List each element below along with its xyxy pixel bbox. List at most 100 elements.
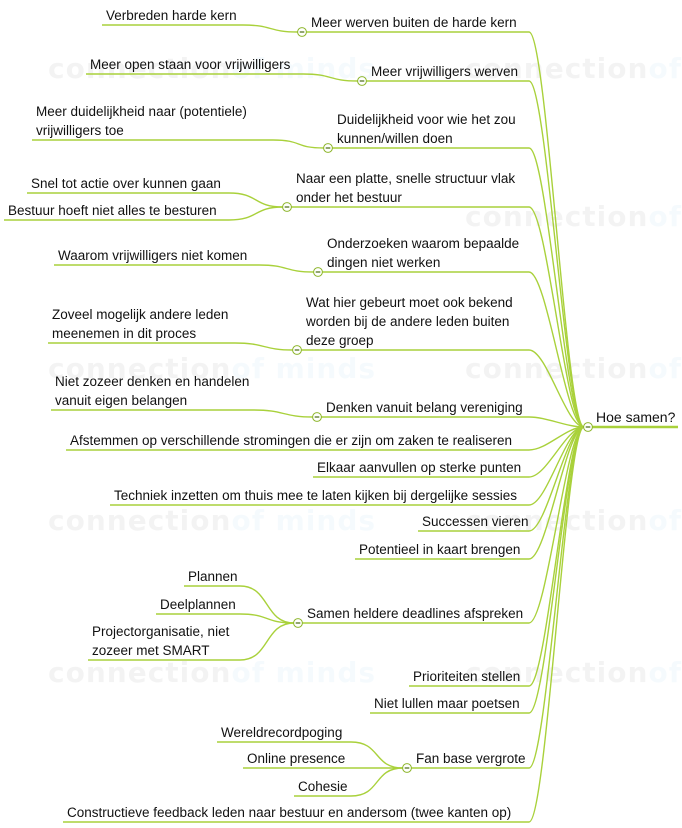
child-node-label: Cohesie — [298, 779, 348, 794]
collapse-toggle[interactable] — [402, 763, 412, 773]
branch-node-label: Denken vanuit belang vereniging — [326, 400, 523, 415]
branch-node-label: Duidelijkheid voor wie het zou kunnen/wil… — [337, 112, 516, 146]
branch-node-label: Afstemmen op verschillende stromingen di… — [70, 433, 512, 448]
child-connector — [253, 409, 314, 418]
branch-connector — [528, 206, 585, 428]
collapse-toggle[interactable] — [282, 202, 292, 212]
child-node-label-line: Meer duidelijkheid naar (potentiele) — [36, 104, 247, 119]
child-connector — [258, 264, 315, 273]
branch-node-label-line: dingen niet werken — [327, 255, 440, 270]
branch-node-label: Constructieve feedback leden naar bestuu… — [67, 805, 511, 820]
collapse-toggle[interactable] — [293, 618, 303, 628]
branch-node-label-line: Denken vanuit belang vereniging — [326, 400, 523, 415]
child-node-label-line: Plannen — [188, 569, 238, 584]
child-connector — [228, 192, 284, 208]
child-connector — [272, 139, 325, 149]
collapse-toggle[interactable] — [357, 76, 367, 86]
child-node-label: Waarom vrijwilligers niet komen — [58, 248, 247, 263]
child-node-label-line: Waarom vrijwilligers niet komen — [58, 248, 247, 263]
branch-node-label-line: kunnen/willen doen — [337, 131, 453, 146]
root-collapse-toggle[interactable] — [583, 422, 593, 432]
branch-node-label: Naar een platte, snelle structuur vlak on… — [296, 171, 515, 205]
watermark-text: connectionof minds — [48, 352, 376, 385]
branch-node-label-line: Meer werven buiten de harde kern — [311, 15, 517, 30]
branch-node-label-line: Duidelijkheid voor wie het zou — [337, 112, 516, 127]
collapse-toggle[interactable] — [292, 345, 302, 355]
branch-node-label-line: Prioriteiten stellen — [413, 669, 520, 684]
branch-node-label-line: Potentieel in kaart brengen — [359, 542, 520, 557]
child-node-label: Snel tot actie over kunnen gaan — [31, 176, 221, 191]
branch-node-label-line: Meer vrijwilligers werven — [371, 64, 518, 79]
branch-node-label: Fan base vergrote — [416, 751, 526, 766]
child-node-label: Verbreden harde kern — [106, 8, 237, 23]
branch-node-label: Potentieel in kaart brengen — [359, 542, 520, 557]
child-connector — [239, 613, 295, 624]
branch-node-label-line: Successen vieren — [422, 514, 529, 529]
child-node-label: Niet zozeer denken en handelen vanuit eig… — [55, 374, 249, 408]
branch-node-label: Niet lullen maar poetsen — [374, 696, 520, 711]
child-node-label-line: Meer open staan voor vrijwilligers — [90, 57, 291, 72]
branch-connector — [528, 426, 585, 560]
child-node-label-line: Online presence — [247, 751, 345, 766]
child-connector — [350, 741, 404, 769]
child-connector — [239, 585, 295, 624]
child-node-label: Zoveel mogelijk andere leden meenemen in … — [52, 307, 228, 341]
node-layer: Hoe samen? Meer werven buiten de harde ke… — [8, 8, 676, 820]
child-node-label: Plannen — [188, 569, 238, 584]
branch-node-label-line: Elkaar aanvullen op sterke punten — [317, 460, 521, 475]
branch-connector — [528, 426, 585, 823]
watermark-text: connectionof minds — [465, 656, 682, 689]
collapse-toggle[interactable] — [297, 27, 307, 37]
child-node-label-line: Projectorganisatie, niet — [92, 624, 230, 639]
branch-node-label: Prioriteiten stellen — [413, 669, 520, 684]
child-node-label: Meer open staan voor vrijwilligers — [90, 57, 291, 72]
child-connector — [239, 622, 295, 661]
child-node-label-line: Zoveel mogelijk andere leden — [52, 307, 228, 322]
branch-connector — [528, 271, 585, 428]
child-connector — [234, 342, 294, 351]
watermark-text: connectionof minds — [48, 656, 376, 689]
branch-node-label-line: Afstemmen op verschillende stromingen di… — [70, 433, 512, 448]
branch-connector — [528, 426, 585, 624]
branch-node-label-line: Naar een platte, snelle structuur vlak — [296, 171, 515, 186]
branch-connector — [528, 349, 585, 428]
child-node-label-line: meenemen in dit proces — [52, 326, 196, 341]
child-connector — [350, 767, 404, 797]
branch-node-label-line: Constructieve feedback leden naar bestuu… — [67, 805, 511, 820]
branch-node-label-line: Techniek inzetten om thuis mee te laten … — [114, 488, 517, 503]
child-node-label-line: Verbreden harde kern — [106, 8, 237, 23]
child-node-label-line: Wereldrecordpoging — [221, 725, 342, 740]
child-node-label-line: vanuit eigen belangen — [55, 393, 187, 408]
branch-node-label-line: worden bij de andere leden buiten — [305, 314, 509, 329]
branch-connector — [528, 80, 585, 428]
child-node-label-line: vrijwilligers toe — [36, 123, 124, 138]
branch-node-label-line: Wat hier gebeurt moet ook bekend — [306, 295, 513, 310]
child-node-label-line: Bestuur hoeft niet alles te besturen — [8, 203, 217, 218]
branch-node-label-line: Fan base vergrote — [416, 751, 526, 766]
branch-node-label: Elkaar aanvullen op sterke punten — [317, 460, 521, 475]
branch-node-label: Successen vieren — [422, 514, 529, 529]
child-node-label-line: Cohesie — [298, 779, 348, 794]
collapse-toggle[interactable] — [312, 412, 322, 422]
root-node-label: Hoe samen? — [596, 409, 676, 425]
branch-connector — [528, 147, 585, 428]
branch-node-label-line: onder het bestuur — [296, 190, 402, 205]
child-node-label: Deelplannen — [160, 597, 236, 612]
branch-node-label-line: Samen heldere deadlines afspreken — [307, 606, 523, 621]
watermark-text: connectionof minds — [465, 52, 682, 85]
collapse-toggle[interactable] — [323, 143, 333, 153]
branch-node-label: Wat hier gebeurt moet ook bekend worden b… — [305, 295, 513, 348]
child-connector — [302, 73, 359, 82]
watermark-text: connectionof minds — [465, 352, 682, 385]
branch-node-label: Samen heldere deadlines afspreken — [307, 606, 523, 621]
branch-node-label-line: Niet lullen maar poetsen — [374, 696, 520, 711]
edge-layer — [4, 24, 678, 823]
collapse-toggle[interactable] — [313, 267, 323, 277]
child-node-label: Meer duidelijkheid naar (potentiele) vrij… — [36, 104, 247, 138]
child-node-label-line: Niet zozeer denken en handelen — [55, 374, 249, 389]
branch-node-label-line: deze groep — [306, 333, 374, 348]
branch-node-label: Techniek inzetten om thuis mee te laten … — [114, 488, 517, 503]
